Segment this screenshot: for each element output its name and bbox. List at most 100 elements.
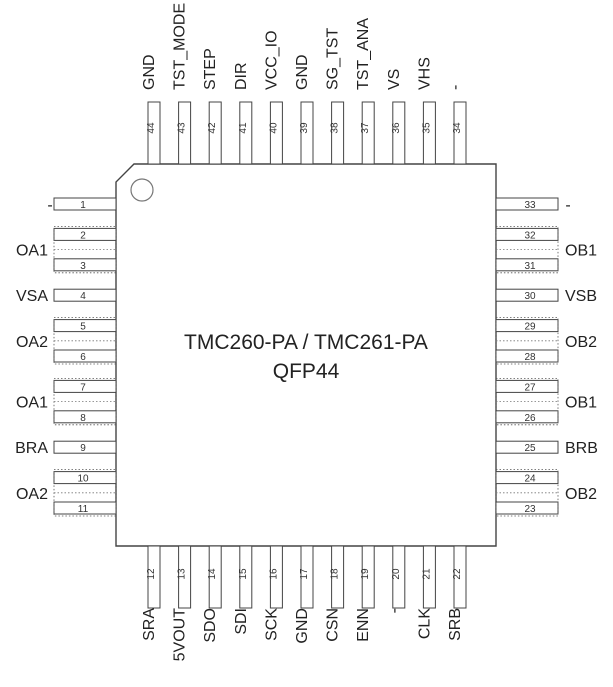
pin-right-23 xyxy=(495,501,559,515)
pin-top-44 xyxy=(147,101,161,165)
pin-number: 36 xyxy=(391,122,402,134)
pin-number: 25 xyxy=(524,443,536,454)
pin-label: VHS xyxy=(416,57,433,90)
pin-label: DIR xyxy=(233,62,250,90)
pin-number: 10 xyxy=(77,474,89,485)
pin-number: 42 xyxy=(207,122,218,134)
pin-number: 3 xyxy=(80,261,86,272)
pin-number: 24 xyxy=(524,474,536,485)
pin-label: SG_TST xyxy=(325,28,342,90)
pin-bottom-18 xyxy=(331,545,345,609)
pin-number: 18 xyxy=(330,568,341,580)
pins-layer: 44GND43TST_MODE42STEP41DIR40VCC_IO39GND3… xyxy=(15,3,598,661)
pin-number: 34 xyxy=(452,122,463,134)
pin-bottom-14 xyxy=(208,545,222,609)
pin-left-9 xyxy=(53,440,117,454)
pin-bottom-22 xyxy=(453,545,467,609)
pin-label: - xyxy=(47,197,52,214)
pin-number: 41 xyxy=(238,122,249,134)
pin-left-11 xyxy=(53,501,117,515)
pin-top-41 xyxy=(239,101,253,165)
pin-top-36 xyxy=(392,101,406,165)
pin-number: 17 xyxy=(299,568,310,580)
pin-number: 1 xyxy=(80,200,86,211)
pin-left-4 xyxy=(53,288,117,302)
pin-number: 39 xyxy=(299,122,310,134)
pin-label: GND xyxy=(294,608,311,644)
pin-label: OB2 xyxy=(565,486,597,503)
pin-number: 27 xyxy=(524,382,536,393)
pin-label: TST_ANA xyxy=(355,18,372,90)
pin-number: 8 xyxy=(80,413,86,424)
pin-number: 7 xyxy=(80,382,86,393)
pin-number: 12 xyxy=(146,568,157,580)
pin1-marker xyxy=(130,178,154,202)
pin-bottom-12 xyxy=(147,545,161,609)
pin-left-8 xyxy=(53,410,117,424)
pin-bottom-19 xyxy=(361,545,375,609)
pin-top-35 xyxy=(422,101,436,165)
pin-top-40 xyxy=(269,101,283,165)
pin-number: 37 xyxy=(360,122,371,134)
pin-number: 29 xyxy=(524,322,536,333)
pin-number: 38 xyxy=(330,122,341,134)
pin-right-28 xyxy=(495,349,559,363)
pin-bottom-16 xyxy=(269,545,283,609)
pin-label: - xyxy=(386,608,403,613)
pin-number: 4 xyxy=(80,291,86,302)
pin-top-43 xyxy=(178,101,192,165)
pin-number: 26 xyxy=(524,413,536,424)
pin-label: CLK xyxy=(416,608,433,639)
pin-left-3 xyxy=(53,258,117,272)
pin-number: 9 xyxy=(80,443,86,454)
pin-label: OA2 xyxy=(16,334,48,351)
pin-left-6 xyxy=(53,349,117,363)
pin-label: - xyxy=(565,197,570,214)
pin-number: 15 xyxy=(238,568,249,580)
pin-label: VCC_IO xyxy=(263,30,280,90)
pin-number: 44 xyxy=(146,122,157,134)
pin-number: 5 xyxy=(80,322,86,333)
chip-package: QFP44 xyxy=(273,360,340,383)
pin-label: 5VOUT xyxy=(172,608,189,662)
pin-number: 33 xyxy=(524,200,536,211)
chip-body xyxy=(115,163,497,547)
pin-number: 40 xyxy=(268,122,279,134)
pin-label: OB1 xyxy=(565,243,597,260)
pin-number: 30 xyxy=(524,291,536,302)
pin-label: SRB xyxy=(447,608,464,641)
pin-right-31 xyxy=(495,258,559,272)
pin-number: 20 xyxy=(391,568,402,580)
pin-number: 35 xyxy=(421,122,432,134)
pin-right-33 xyxy=(495,197,559,211)
pin-top-39 xyxy=(300,101,314,165)
pin-label: OB1 xyxy=(565,395,597,412)
pin-number: 28 xyxy=(524,352,536,363)
pin-number: 11 xyxy=(78,504,89,515)
pin-label: BRB xyxy=(565,440,598,457)
pin-label: BRA xyxy=(15,440,48,457)
pin-bottom-13 xyxy=(178,545,192,609)
pin-top-37 xyxy=(361,101,375,165)
pin-label: VSB xyxy=(565,288,597,305)
pin-top-38 xyxy=(331,101,345,165)
pin-label: OA1 xyxy=(16,395,48,412)
pin-label: SDO xyxy=(202,608,219,643)
pin-number: 32 xyxy=(524,230,536,241)
pin-label: OB2 xyxy=(565,334,597,351)
pin-left-1 xyxy=(53,197,117,211)
chip-title: TMC260-PA / TMC261-PA xyxy=(184,331,428,354)
pin-label: - xyxy=(447,85,464,90)
pin-number: 16 xyxy=(268,568,279,580)
paired-pin-brackets xyxy=(53,225,559,517)
pin-top-34 xyxy=(453,101,467,165)
pin-bottom-21 xyxy=(422,545,436,609)
pin-label: GND xyxy=(294,54,311,90)
pin-top-42 xyxy=(208,101,222,165)
pin-right-25 xyxy=(495,440,559,454)
pin-label: ENN xyxy=(355,608,372,642)
pin-number: 2 xyxy=(80,230,86,241)
pin-label: SCK xyxy=(263,608,280,641)
